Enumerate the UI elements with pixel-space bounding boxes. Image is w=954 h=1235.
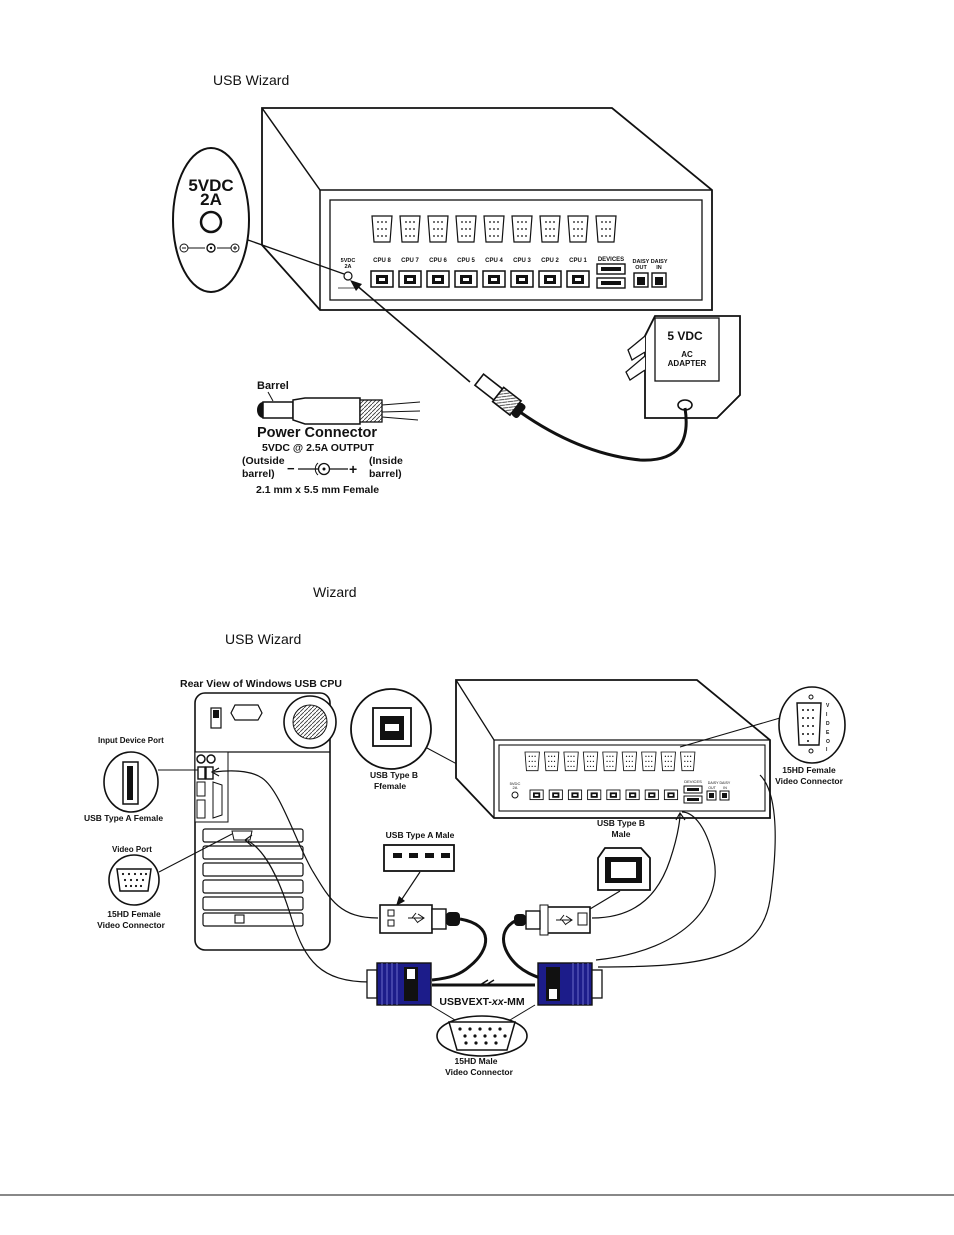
plus-sign: + [349, 461, 357, 477]
video-letter: D [826, 721, 830, 727]
cable-model-label: USBVEXT-xx-MM [439, 996, 524, 1008]
video-port-callout: Video Port 15HD Female Video Connector [97, 833, 233, 930]
cpu-label: CPU 7 [401, 258, 419, 264]
switch-power-label-current: 2A [344, 264, 351, 270]
outside-barrel-label-2: barrel) [242, 468, 275, 480]
minus-sign: − [287, 461, 295, 476]
switch-top-usb-ports [338, 263, 667, 289]
cpu-label: CPU 1 [569, 258, 587, 264]
daisy-label: DAISY DAISY [632, 259, 667, 265]
caption-middle: Wizard [313, 584, 357, 600]
input-device-port-label: Input Device Port [98, 736, 164, 745]
cpu-label: CPU 3 [513, 258, 531, 264]
usb-b-female-label: USB Type B [370, 770, 418, 780]
cpu-label: CPU 4 [485, 258, 503, 264]
adapter-voltage: 5 VDC [667, 329, 703, 343]
devices-small-label: DEVICES [684, 779, 702, 784]
hd15-male-label: 15HD Male [455, 1056, 498, 1066]
switch-power-label: 5VDC [341, 258, 356, 264]
caption-lower: USB Wizard [225, 631, 302, 647]
barrel-label: Barrel [257, 380, 289, 392]
switch-small-power-label-2: 2A [513, 785, 518, 790]
devices-label: DEVICES [598, 257, 624, 263]
usb-b-plug [514, 904, 591, 936]
daisy-in-label: IN [656, 265, 662, 271]
input-device-port-callout: Input Device Port USB Type A Female [84, 736, 198, 823]
video-letter: I [826, 712, 828, 718]
cpu-label: CPU 8 [373, 258, 391, 264]
video-port-label: Video Port [112, 845, 152, 854]
caption-top: USB Wizard [213, 72, 290, 88]
usb-a-male-label: USB Type A Male [386, 830, 455, 840]
kvm-switch-bottom: 5VDC 2A DEVICES DAISY DAISY OUT IN [455, 679, 771, 819]
left-hd15-female-label-2: Video Connector [97, 920, 166, 930]
power-output: 5VDC @ 2.5A OUTPUT [262, 442, 375, 454]
hd15-plug-left [366, 962, 432, 1006]
ac-adapter: 5 VDC AC ADAPTER [519, 315, 741, 462]
usb-b-male-label: USB Type B [597, 818, 645, 828]
power-connector-title: Power Connector [257, 425, 377, 441]
video-letter: E [826, 730, 830, 736]
cpu-label: CPU 5 [457, 258, 475, 264]
hd15-male-callout: 15HD Male Video Connector [429, 1004, 536, 1077]
right-hd15-callout: V I D E O I 15HD Female Video Connector [679, 686, 846, 786]
daisy-small-label: DAISY DAISY [708, 781, 731, 785]
power-plug [473, 373, 526, 419]
right-hd15-female-label: 15HD Female [782, 765, 836, 775]
outside-barrel-label: (Outside [242, 455, 285, 467]
video-letter: V [826, 703, 830, 709]
daisy-small-out-label: OUT [708, 786, 716, 790]
usb-a-plug [379, 904, 460, 934]
callout-voltage: 5VDC [188, 176, 233, 195]
inside-barrel-label-2: barrel) [369, 468, 402, 480]
usb-a-male-callout: USB Type A Male [383, 830, 455, 906]
daisy-out-label: OUT [635, 265, 647, 271]
cpu-label: CPU 2 [541, 258, 559, 264]
connector-size: 2.1 mm x 5.5 mm Female [256, 484, 379, 496]
left-hd15-female-label: 15HD Female [107, 909, 161, 919]
power-jack-callout: 5VDC 2A [172, 147, 345, 293]
inside-barrel-label: (Inside [369, 455, 403, 467]
adapter-line-ac: AC [681, 350, 693, 359]
right-hd15-female-label-2: Video Connector [775, 776, 844, 786]
barrel-connector: Barrel Power Connector 5VDC @ 2.5A OUTPU… [242, 380, 421, 496]
pc-rear [194, 692, 337, 951]
video-letter: I [826, 747, 828, 753]
adapter-line-adapter: ADAPTER [668, 359, 707, 368]
cpu-label: CPU 6 [429, 258, 447, 264]
hd15-male-label-2: Video Connector [445, 1067, 514, 1077]
power-insert-arrow [350, 280, 471, 383]
switch-top-video-ports [371, 215, 617, 243]
video-letter: O [826, 739, 830, 745]
usb-b-male-callout: USB Type B Male [580, 818, 651, 915]
daisy-small-in-label: IN [723, 786, 727, 790]
usb-b-male-label-2: Male [612, 829, 631, 839]
callout-current: 2A [200, 190, 222, 209]
cables [210, 767, 776, 987]
rear-view-title: Rear View of Windows USB CPU [180, 678, 342, 690]
hd15-plug-right [537, 962, 603, 1006]
usb-a-female-label: USB Type A Female [84, 813, 163, 823]
usb-b-female-label-2: Ffemale [374, 781, 406, 791]
switch-top-cpu-labels: CPU 8 CPU 7 CPU 6 CPU 5 CPU 4 CPU 3 CPU … [341, 257, 668, 271]
switch-small-power-label: 5VDC [510, 781, 521, 786]
